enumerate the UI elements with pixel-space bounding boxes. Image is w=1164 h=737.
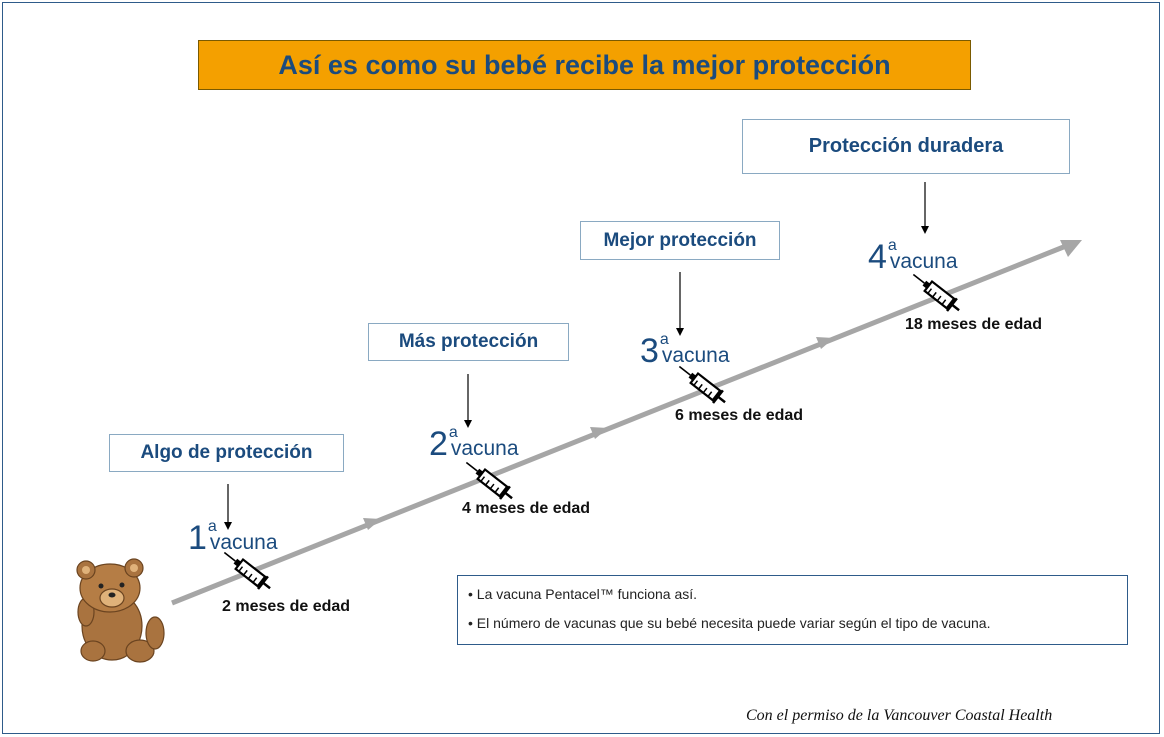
timeline-arrow-icon xyxy=(171,240,1082,606)
stage-label-box: Protección duradera xyxy=(742,119,1070,174)
stage-label: Protección duradera xyxy=(808,135,1004,157)
stage-label-box: Más protección xyxy=(368,323,569,361)
diagram-title: Así es como su bebé recibe la mejor prot… xyxy=(278,49,891,80)
arrow-down-icon xyxy=(224,484,232,530)
arrow-down-icon xyxy=(464,374,472,428)
age-label: 4 meses de edad xyxy=(462,500,591,517)
title-banner: Así es como su bebé recibe la mejor prot… xyxy=(198,40,971,90)
dose-label: 1avacuna xyxy=(188,518,278,557)
age-label: 2 meses de edad xyxy=(222,598,351,615)
stage-label: Más protección xyxy=(398,331,539,352)
timeline-chevron-icon xyxy=(590,427,608,439)
timeline-chevron-icon xyxy=(363,518,381,530)
notes-box: • La vacuna Pentacel™ funciona así. • El… xyxy=(457,575,1128,645)
stage-label-box: Algo de protección xyxy=(109,434,344,472)
dose-label: 4avacuna xyxy=(868,237,958,276)
stage-label-box: Mejor protección xyxy=(580,221,780,260)
stage-label: Mejor protección xyxy=(603,229,757,251)
age-label: 6 meses de edad xyxy=(675,407,804,424)
note-item: • El número de vacunas que su bebé neces… xyxy=(468,615,991,631)
dose-label: 3avacuna xyxy=(640,331,730,370)
syringe-icon xyxy=(460,454,519,506)
credit-text: Con el permiso de la Vancouver Coastal H… xyxy=(746,707,1053,724)
note-item: • La vacuna Pentacel™ funciona así. xyxy=(468,586,698,602)
stage-label: Algo de protección xyxy=(140,442,313,463)
age-label: 18 meses de edad xyxy=(905,316,1042,333)
arrow-down-icon xyxy=(676,272,684,336)
teddy-bear-icon xyxy=(76,558,165,663)
dose-label: 2avacuna xyxy=(429,424,519,463)
timeline-chevron-icon xyxy=(816,337,834,349)
arrow-down-icon xyxy=(921,182,929,234)
